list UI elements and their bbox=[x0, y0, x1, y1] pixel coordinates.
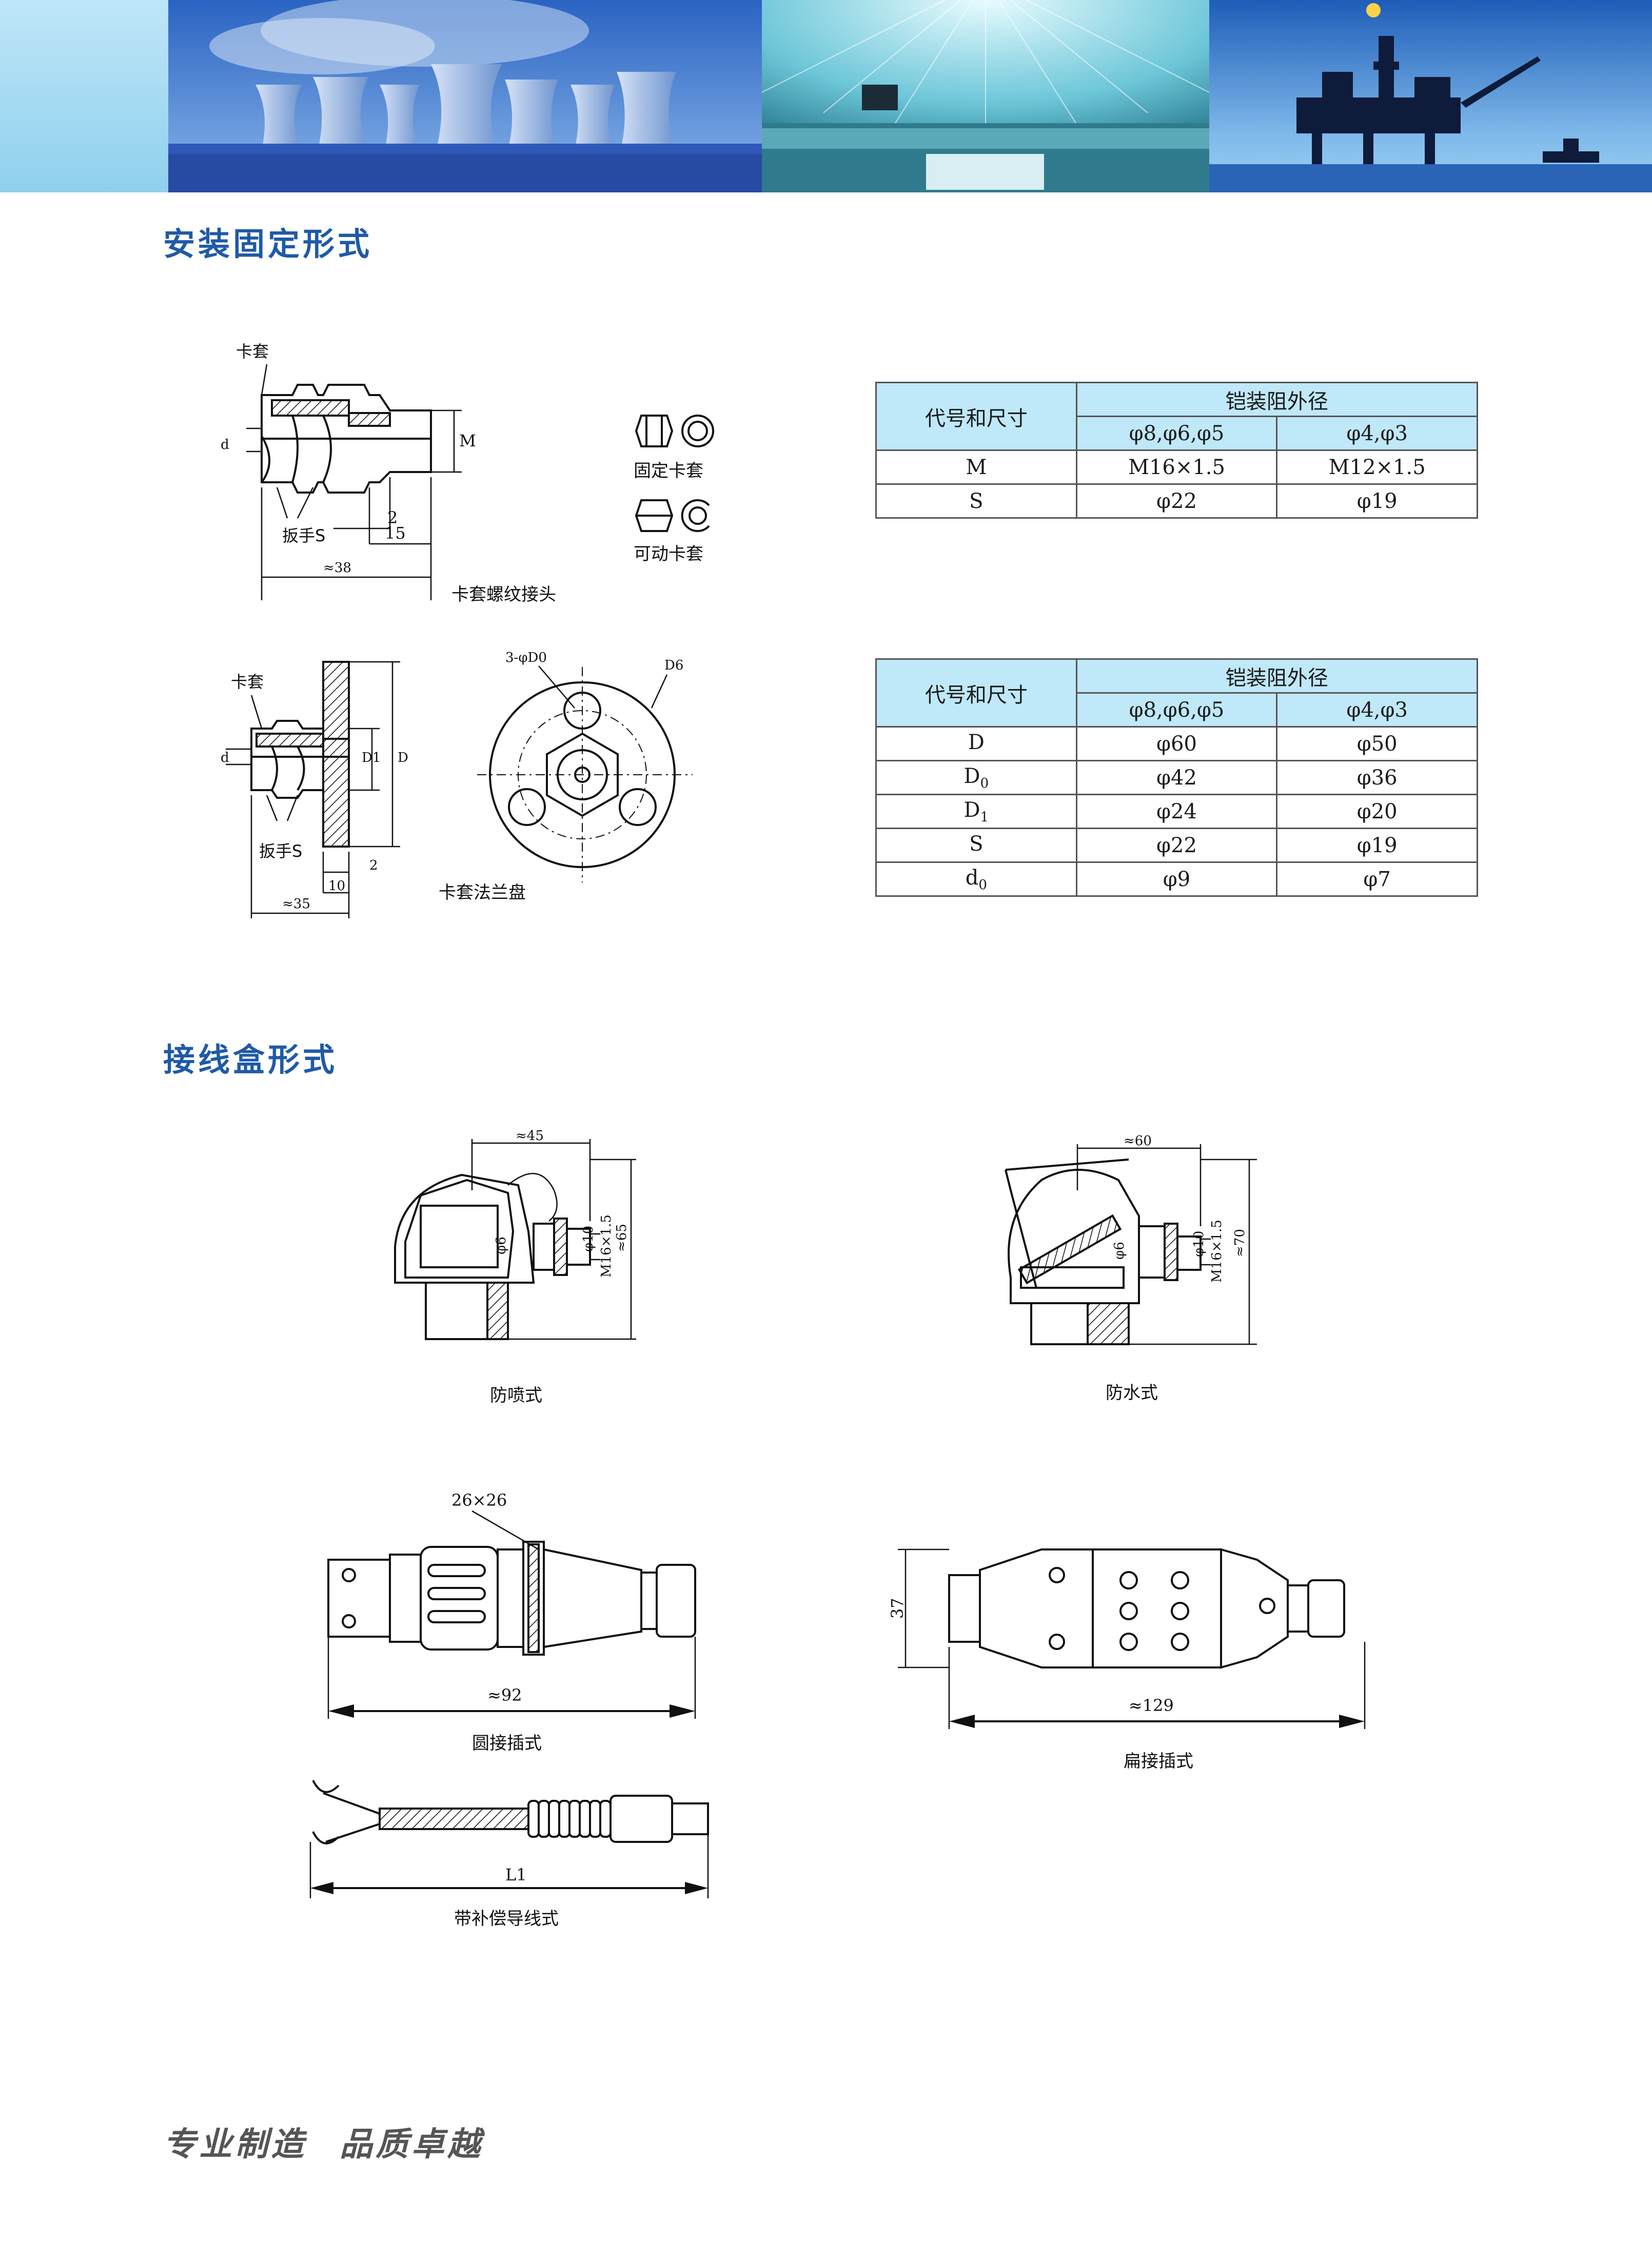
table-cell: φ19 bbox=[1276, 828, 1478, 863]
table2-col2: φ4,φ3 bbox=[1276, 692, 1478, 728]
table-cell: M bbox=[875, 449, 1077, 485]
label-L1: L1 bbox=[505, 1865, 527, 1884]
caption-splash: 防喷式 bbox=[490, 1385, 542, 1406]
table-cell: D0 bbox=[875, 760, 1077, 795]
table2-header-group: 铠装阻外径 bbox=[1075, 658, 1479, 694]
table-cell: S bbox=[875, 828, 1077, 863]
table-cell: φ50 bbox=[1276, 726, 1478, 761]
label-wrench-s: 扳手S bbox=[282, 526, 325, 545]
caption-round-plug: 圆接插式 bbox=[472, 1733, 542, 1754]
table2-header-code: 代号和尺寸 bbox=[875, 658, 1077, 728]
ferrule-thread-drawing: 卡套 M d 扳手S 2 15 ≈38 bbox=[221, 342, 476, 600]
label-D6: D6 bbox=[664, 658, 683, 673]
fixed-ferrule-icon bbox=[635, 415, 714, 447]
caption-ferrule-thread: 卡套螺纹接头 bbox=[451, 584, 556, 605]
label-dim-38: ≈38 bbox=[323, 560, 351, 576]
label-dim-92: ≈92 bbox=[487, 1685, 522, 1705]
table-row: S φ22 φ19 bbox=[875, 483, 1478, 519]
table1-header-code: 代号和尺寸 bbox=[875, 382, 1077, 451]
spec-table-thread: 代号和尺寸 铠装阻外径 φ8,φ6,φ5 φ4,φ3 M M16×1.5 M12… bbox=[875, 382, 1479, 519]
caption-waterproof: 防水式 bbox=[1106, 1383, 1158, 1403]
label-dim-10: 10 bbox=[328, 878, 345, 894]
table-row: M M16×1.5 M12×1.5 bbox=[875, 449, 1478, 485]
splash-proof-head-drawing: ≈45 φ10 M16×1.5 φ6 ≈65 bbox=[394, 1129, 636, 1340]
table-cell: S bbox=[875, 483, 1077, 519]
slogan-part-1: 专业制造 bbox=[163, 2126, 307, 2164]
table-cell: φ24 bbox=[1075, 794, 1278, 829]
banner-left-strip bbox=[0, 0, 168, 192]
label-ferrule-2: 卡套 bbox=[231, 672, 264, 692]
table-cell: d0 bbox=[875, 861, 1077, 897]
label-dim-129: ≈129 bbox=[1129, 1696, 1174, 1715]
flat-plug-drawing: 37 ≈129 bbox=[888, 1548, 1366, 1729]
table-cell: φ20 bbox=[1276, 794, 1478, 829]
caption-movable-ferrule: 可动卡套 bbox=[634, 544, 703, 564]
caption-flat-plug: 扁接插式 bbox=[1124, 1751, 1193, 1772]
table-cell: M16×1.5 bbox=[1075, 449, 1278, 485]
label-dim-60: ≈60 bbox=[1124, 1134, 1152, 1149]
waterproof-head-drawing: ≈60 φ10 M16×1.5 φ6 ≈70 bbox=[1005, 1134, 1257, 1345]
table1-col1: φ8,φ6,φ5 bbox=[1075, 416, 1278, 451]
label-phi6: φ6 bbox=[494, 1236, 509, 1254]
slogan-part-2: 品质卓越 bbox=[340, 2126, 483, 2164]
banner-offshore-platform bbox=[1209, 0, 1652, 192]
spec-table-flange: 代号和尺寸 铠装阻外径 φ8,φ6,φ5 φ4,φ3 D φ60 φ50 D0 … bbox=[875, 658, 1479, 897]
table2-col1: φ8,φ6,φ5 bbox=[1075, 692, 1278, 728]
table-cell: φ9 bbox=[1075, 861, 1278, 897]
table-cell: φ60 bbox=[1075, 726, 1278, 761]
ferrule-flange-front-drawing: 3-φD0 D6 bbox=[477, 650, 693, 882]
table-row: S φ22 φ19 bbox=[875, 828, 1478, 863]
round-plug-drawing: 26×26 ≈92 bbox=[327, 1490, 696, 1719]
label-m16: M16×1.5 bbox=[599, 1214, 614, 1278]
table-row: D0 φ42 φ36 bbox=[875, 760, 1478, 795]
table-cell: D1 bbox=[875, 794, 1077, 829]
table-cell: D bbox=[875, 726, 1077, 761]
label-m16-b: M16×1.5 bbox=[1209, 1220, 1225, 1283]
table-cell: φ7 bbox=[1276, 861, 1478, 897]
table-cell: M12×1.5 bbox=[1276, 449, 1478, 485]
label-dim-65: ≈65 bbox=[614, 1224, 630, 1252]
banner-control-room bbox=[762, 0, 1209, 192]
section-title-install: 安装固定形式 bbox=[163, 225, 373, 263]
table-cell: φ22 bbox=[1075, 483, 1278, 519]
label-dim-37: 37 bbox=[888, 1598, 907, 1619]
table-row: d0 φ9 φ7 bbox=[875, 861, 1478, 897]
movable-ferrule-icon bbox=[635, 499, 710, 532]
label-d-2: d bbox=[221, 750, 229, 765]
label-dim-2b: 2 bbox=[369, 858, 378, 873]
label-D1: D1 bbox=[362, 750, 381, 765]
label-D: D bbox=[398, 750, 408, 765]
caption-lead-wire: 带补偿导线式 bbox=[454, 1909, 559, 1929]
banner-cooling-towers bbox=[168, 0, 762, 192]
label-phi6-b: φ6 bbox=[1112, 1242, 1127, 1260]
table-cell: φ19 bbox=[1276, 483, 1478, 519]
label-dim-2: 2 bbox=[387, 508, 398, 527]
label-holes: 3-φD0 bbox=[505, 650, 547, 665]
label-d: d bbox=[221, 437, 229, 453]
table1-col2: φ4,φ3 bbox=[1276, 416, 1478, 451]
table-cell: φ36 bbox=[1276, 760, 1478, 795]
ferrule-flange-side-drawing: 卡套 d D1 D 扳手S 2 10 ≈35 bbox=[221, 661, 408, 918]
table-row: D1 φ24 φ20 bbox=[875, 794, 1478, 829]
label-dim-15: 15 bbox=[385, 523, 406, 543]
label-phi10: φ10 bbox=[581, 1226, 596, 1252]
table1-header-group: 铠装阻外径 bbox=[1075, 382, 1479, 417]
label-dim-35: ≈35 bbox=[282, 896, 310, 912]
label-dim-45: ≈45 bbox=[516, 1129, 544, 1144]
caption-fixed-ferrule: 固定卡套 bbox=[634, 461, 703, 481]
caption-ferrule-flange: 卡套法兰盘 bbox=[439, 882, 526, 903]
label-dim-70: ≈70 bbox=[1232, 1229, 1248, 1257]
label-dim-26: 26×26 bbox=[451, 1490, 507, 1510]
label-phi10-b: φ10 bbox=[1191, 1231, 1207, 1257]
section-title-box: 接线盒形式 bbox=[163, 1041, 338, 1078]
label-wrench-s-2: 扳手S bbox=[259, 841, 302, 861]
label-ferrule: 卡套 bbox=[236, 342, 269, 361]
lead-wire-drawing: L1 bbox=[309, 1780, 709, 1898]
table-row: D φ60 φ50 bbox=[875, 726, 1478, 761]
table-cell: φ22 bbox=[1075, 828, 1278, 863]
footer-slogan: 专业制造品质卓越 bbox=[163, 2118, 516, 2165]
table-cell: φ42 bbox=[1075, 760, 1278, 795]
label-M: M bbox=[459, 431, 476, 450]
